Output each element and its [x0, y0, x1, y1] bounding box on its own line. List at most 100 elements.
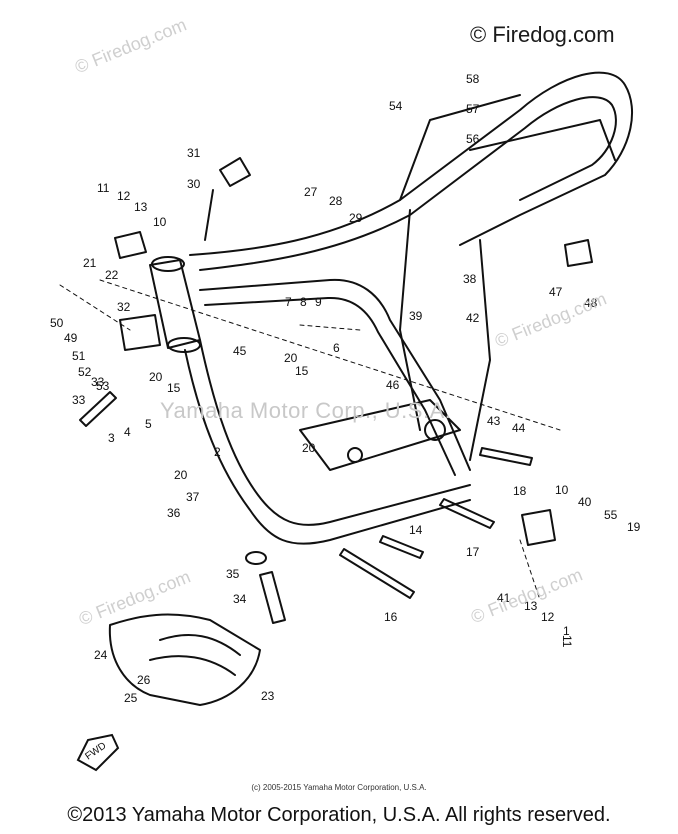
part-number-12: 12 [117, 189, 131, 203]
part-number-14: 14 [409, 523, 423, 537]
bracket-10-right [521, 509, 556, 546]
washer-35 [245, 551, 267, 565]
frame-rear-section [399, 209, 491, 461]
part-number-20: 20 [302, 441, 316, 455]
bolt-long-16 [339, 548, 415, 599]
part-number-51: 51 [72, 349, 86, 363]
pivot-boss-small [347, 447, 363, 463]
part-number-41: 41 [497, 591, 511, 605]
frame-subframe [399, 94, 616, 201]
bolt-30-shaft [204, 189, 214, 241]
part-number-4: 4 [124, 425, 131, 439]
pivot-boss [424, 419, 446, 441]
part-number-37: 37 [186, 490, 200, 504]
bolt-long-18 [479, 447, 533, 466]
part-number-36: 36 [167, 506, 181, 520]
part-number-20: 20 [174, 468, 188, 482]
part-number-11: 11 [97, 181, 110, 195]
bolt-long-33 [79, 391, 117, 427]
bolt-long-14 [379, 535, 424, 559]
footer-copyright: ©2013 Yamaha Motor Corporation, U.S.A. A… [67, 804, 611, 826]
frame-top-rail [189, 71, 633, 256]
part-number-33: 33 [72, 393, 86, 407]
part-number-39: 39 [409, 309, 423, 323]
part-number-16: 16 [384, 610, 398, 624]
part-number-52: 52 [78, 365, 92, 379]
skid-plate-ribs [149, 634, 241, 676]
engine-cradle [299, 399, 461, 471]
part-number-44: 44 [512, 421, 526, 435]
skid-plate [108, 613, 261, 706]
reference-lines [59, 279, 561, 601]
part-number-48: 48 [584, 296, 598, 310]
mount-47 [564, 239, 593, 267]
part-number-35: 35 [226, 567, 240, 581]
steering-head-bottom [167, 337, 201, 353]
part-number-15: 15 [167, 381, 181, 395]
part-number-56: 56 [466, 132, 480, 146]
bolt-long-17 [439, 498, 495, 529]
part-number-10: 10 [153, 215, 167, 229]
part-number-6: 6 [333, 341, 340, 355]
plug-34 [259, 571, 286, 624]
steering-head-top [151, 256, 185, 272]
part-number-15: 15 [295, 364, 309, 378]
frame-top-rail-inner [199, 96, 617, 271]
part-number-20: 20 [149, 370, 163, 384]
part-number-49: 49 [64, 331, 78, 345]
forward-arrow [76, 733, 120, 772]
mount-31 [219, 157, 251, 187]
part-number-46: 46 [386, 378, 400, 392]
part-number-32: 32 [117, 300, 131, 314]
part-number-11: 11 [560, 635, 574, 648]
part-number-53: 53 [96, 379, 110, 393]
frame-backbone [199, 278, 471, 471]
part-number-43: 43 [487, 414, 501, 428]
part-number-47: 47 [549, 285, 563, 299]
bracket-10-left [114, 231, 147, 259]
inner-copyright: (c) 2005-2015 Yamaha Motor Corporation, … [251, 783, 427, 792]
part-number-3: 3 [108, 431, 115, 445]
frame-down-tube [184, 349, 471, 545]
part-number-42: 42 [466, 311, 480, 325]
part-number-55: 55 [604, 508, 618, 522]
part-number-27: 27 [304, 185, 318, 199]
part-number-2: 2 [214, 445, 221, 459]
frame-backbone-inner [204, 296, 456, 476]
part-number-54: 54 [389, 99, 403, 113]
part-number-29: 29 [349, 211, 363, 225]
part-number-31: 31 [187, 146, 201, 160]
part-number-28: 28 [329, 194, 343, 208]
part-number-22: 22 [105, 268, 119, 282]
part-number-20: 20 [284, 351, 298, 365]
part-number-57: 57 [466, 102, 480, 116]
part-number-12: 12 [541, 610, 555, 624]
part-number-34: 34 [233, 592, 247, 606]
part-number-30: 30 [187, 177, 201, 191]
watermark-top-right: © Firedog.com [470, 22, 615, 47]
part-number-26: 26 [137, 673, 151, 687]
part-number-5: 5 [145, 417, 152, 431]
part-number-50: 50 [50, 316, 64, 330]
part-number-25: 25 [124, 691, 138, 705]
part-number-13: 13 [524, 599, 538, 613]
part-number-10: 10 [555, 483, 569, 497]
bracket-32 [119, 314, 161, 351]
part-number-23: 23 [261, 689, 275, 703]
part-number-58: 58 [466, 72, 480, 86]
part-number-13: 13 [134, 200, 148, 214]
part-number-1: 1 [563, 624, 570, 638]
frame-down-tube-inner [199, 339, 471, 526]
part-number-19: 19 [627, 520, 641, 534]
part-number-18: 18 [513, 484, 527, 498]
part-number-40: 40 [578, 495, 592, 509]
part-number-21: 21 [83, 256, 97, 270]
part-number-7: 7 [285, 295, 292, 309]
part-number-17: 17 [466, 545, 480, 559]
part-number-8: 8 [300, 295, 307, 309]
part-number-33: 33 [91, 375, 105, 389]
part-number-9: 9 [315, 295, 322, 309]
part-number-24: 24 [94, 648, 108, 662]
